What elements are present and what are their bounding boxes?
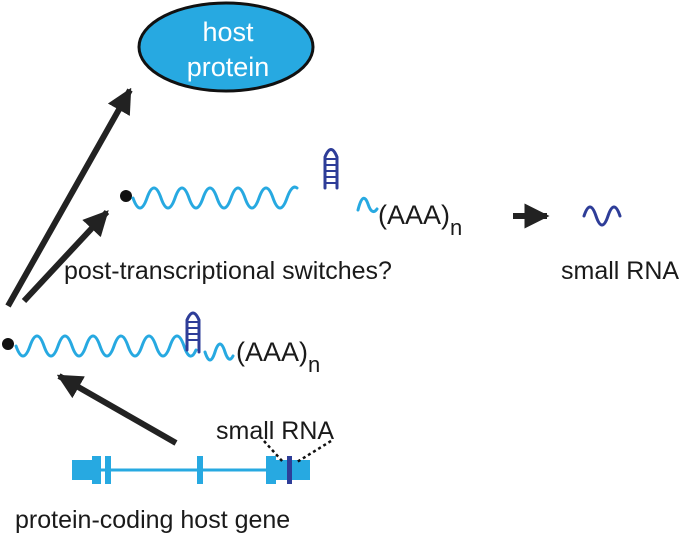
host-protein-label-line2: protein (187, 52, 270, 82)
small-rna-gene-label: small RNA (216, 417, 334, 445)
small-rna-product (582, 205, 622, 227)
arrow-to-switch-transcript (21, 209, 110, 304)
exon-1b (92, 456, 101, 484)
poly-a-sub: n (450, 215, 462, 240)
host-gene (72, 439, 332, 484)
poly-a-base: (AAA) (378, 200, 450, 230)
cap-dot (120, 190, 132, 202)
arrows (5, 87, 550, 446)
excised-hairpin (323, 148, 339, 190)
transcript-wave-5prime (131, 185, 299, 210)
locus-callout-right (296, 439, 332, 464)
poly-a-sub: n (308, 352, 320, 377)
small-rna-product-label: small RNA (561, 257, 679, 285)
exon-3 (197, 456, 203, 484)
host-protein-node: host protein (137, 1, 315, 93)
processed-transcript: (AAA)n (120, 148, 462, 240)
exon-4 (266, 456, 276, 484)
host-protein-oval (137, 1, 315, 93)
exon-1 (72, 460, 92, 480)
small-rna-locus (287, 456, 292, 484)
poly-a-tail-upper: (AAA)n (378, 200, 462, 240)
exon-4-utr (276, 460, 310, 480)
cap-dot (2, 338, 14, 350)
arrow-from-host-gene (56, 373, 178, 446)
embedded-hairpin (185, 311, 201, 354)
locus-callout-left (263, 440, 284, 463)
transcript-wave-3prime (203, 342, 235, 362)
primary-transcript: (AAA)n (2, 311, 320, 377)
poly-a-tail-lower: (AAA)n (236, 337, 320, 377)
poly-a-base: (AAA) (236, 337, 308, 367)
transcript-wave-3prime (356, 196, 379, 214)
host-gene-label: protein-coding host gene (15, 506, 290, 534)
transcript-wave-5prime (14, 334, 198, 358)
host-protein-label-line1: host (202, 17, 254, 47)
exon-2 (105, 456, 111, 484)
arrow-to-host-protein (5, 87, 133, 308)
switches-label: post-transcriptional switches? (64, 257, 392, 285)
